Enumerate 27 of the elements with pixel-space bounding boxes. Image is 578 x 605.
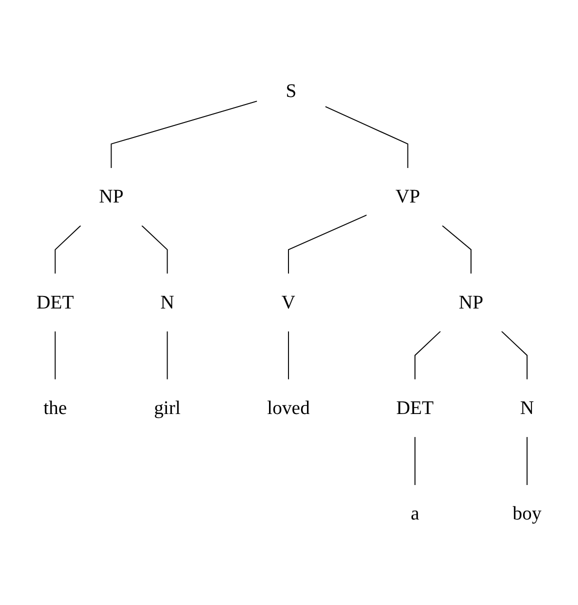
connector xyxy=(110,100,258,168)
connector xyxy=(442,225,472,274)
node-text: N xyxy=(520,398,534,419)
node-text: loved xyxy=(267,398,310,419)
connector xyxy=(501,330,528,380)
connector xyxy=(526,436,528,486)
connector xyxy=(414,436,416,486)
node-text: DET xyxy=(396,398,434,419)
node-text: girl xyxy=(154,398,181,419)
node-text: NP xyxy=(458,292,484,314)
connector xyxy=(54,225,82,274)
node-text: N xyxy=(160,292,174,314)
node-text: S xyxy=(286,80,296,102)
connector xyxy=(288,330,289,380)
connector xyxy=(288,214,368,274)
connector xyxy=(141,225,168,274)
node-text: a xyxy=(410,503,420,524)
node-text: VP xyxy=(395,186,420,208)
connector xyxy=(54,330,56,380)
node-text: DET xyxy=(36,292,74,314)
connector xyxy=(414,330,441,380)
node-text: the xyxy=(43,398,67,419)
connector xyxy=(166,330,168,380)
connector xyxy=(324,106,408,168)
node-text: boy xyxy=(512,503,542,524)
node-text: NP xyxy=(98,186,124,208)
node-text: V xyxy=(282,292,296,314)
